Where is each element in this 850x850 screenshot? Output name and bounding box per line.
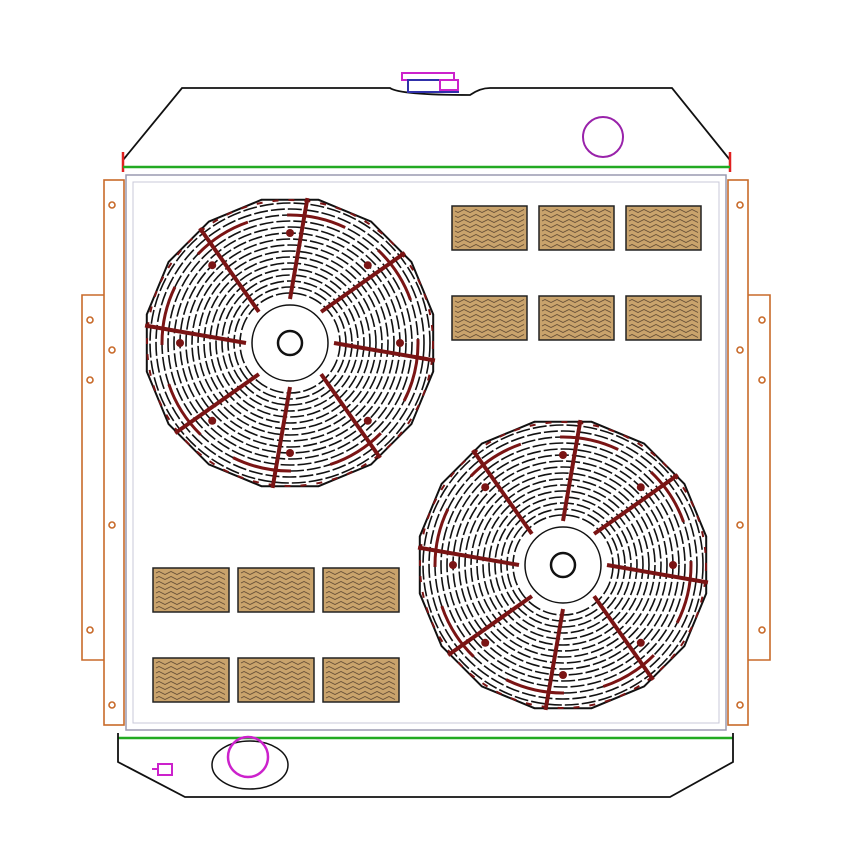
- grille-block: [322, 567, 400, 613]
- bottom-tank: [117, 733, 734, 798]
- top-tank: [121, 87, 732, 172]
- fans: [144, 197, 709, 711]
- cooling-fan: [417, 419, 709, 711]
- right-side-frame: [727, 179, 771, 726]
- fan-hub: [524, 526, 602, 604]
- grille-block: [538, 205, 615, 251]
- grille-block: [538, 295, 615, 341]
- inlet-port-icon: [582, 116, 624, 158]
- fan-hub: [251, 304, 329, 382]
- grilles: [152, 205, 702, 703]
- outlet-port-icon: [226, 735, 270, 779]
- grille-block: [322, 657, 400, 703]
- grille-block: [451, 295, 528, 341]
- cooling-fan: [144, 197, 436, 489]
- grille-block: [152, 657, 230, 703]
- grille-block: [152, 567, 230, 613]
- grille-block: [451, 205, 528, 251]
- grille-block: [237, 657, 315, 703]
- grille-block: [625, 205, 702, 251]
- radiator-cap-icon: [401, 72, 459, 93]
- left-side-frame: [81, 179, 125, 726]
- drain-plug-icon: [152, 763, 173, 776]
- grille-block: [237, 567, 315, 613]
- grille-block: [625, 295, 702, 341]
